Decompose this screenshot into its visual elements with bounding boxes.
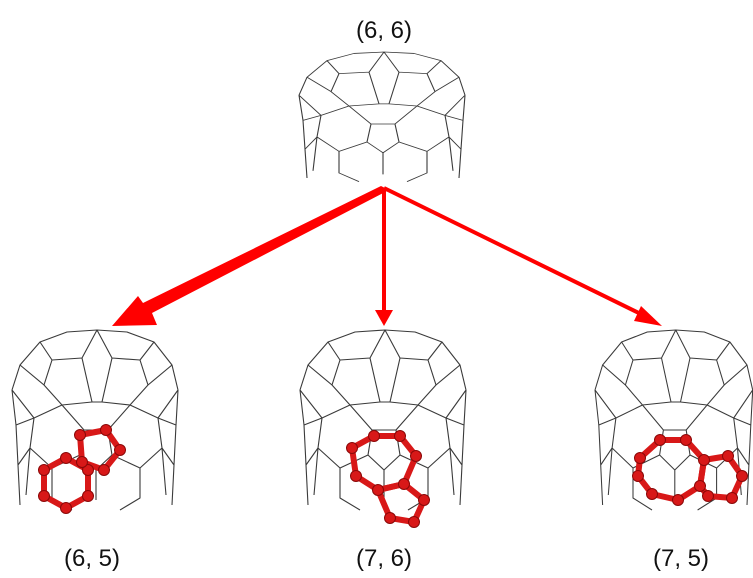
right-cap-structure [594, 329, 753, 511]
right-ring-fragment [632, 434, 748, 506]
arrow-to-middle [375, 188, 393, 326]
right-label: (7, 5) [653, 545, 709, 572]
left-label: (6, 5) [64, 545, 120, 572]
middle-cap-structure [299, 329, 467, 528]
left-ring-fragment [38, 424, 126, 514]
middle-ring-fragment [346, 430, 430, 528]
arrow-to-right [383, 186, 662, 326]
arrows [112, 186, 662, 326]
parent-cap-structure [298, 51, 466, 183]
middle-label: (7, 6) [356, 545, 412, 572]
arrow-to-left [112, 186, 389, 326]
parent-label: (6, 6) [356, 17, 412, 44]
left-cap-structure [11, 329, 179, 514]
